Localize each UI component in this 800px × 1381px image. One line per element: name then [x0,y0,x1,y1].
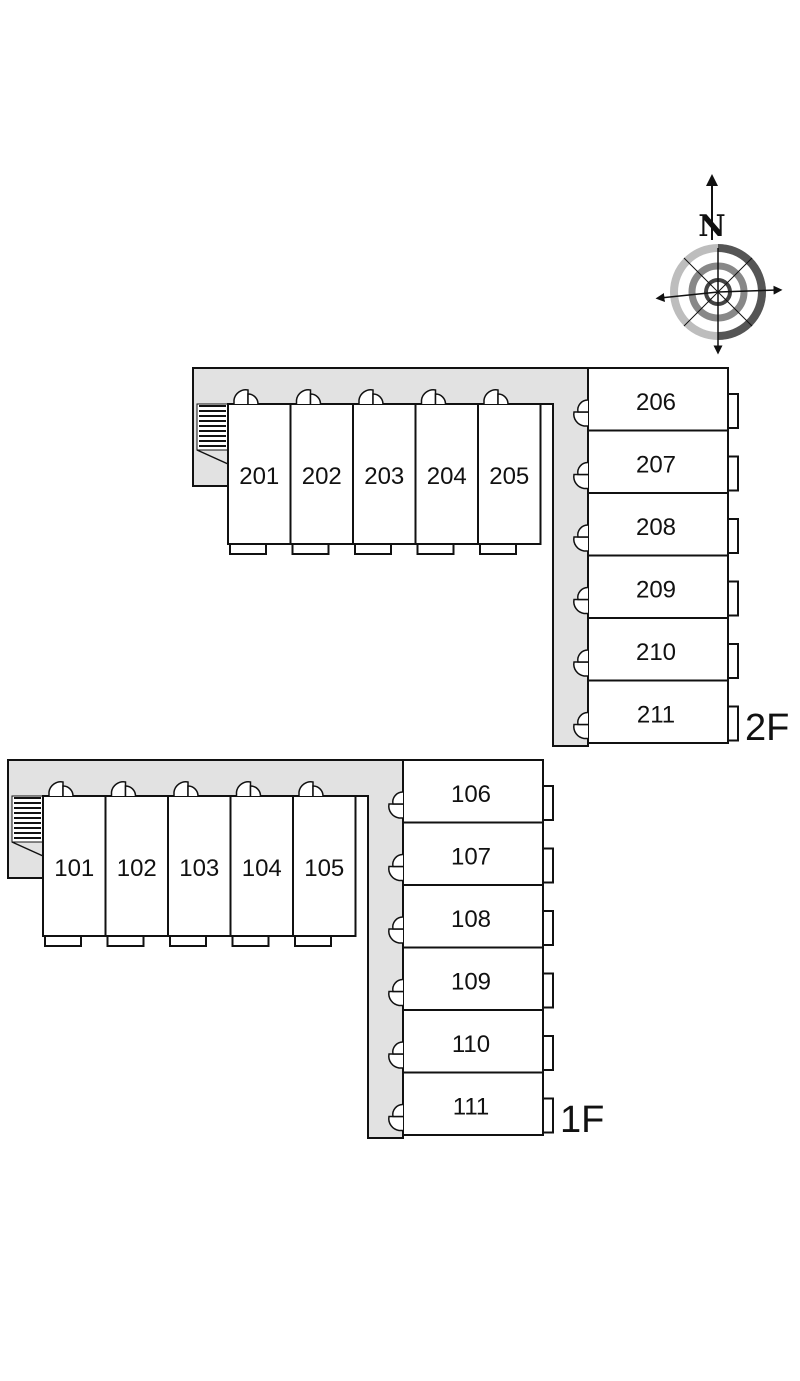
door-icon [388,916,404,944]
unit-201: 201 [227,389,292,555]
door-icon [420,389,447,405]
door-icon [233,389,259,405]
unit-108: 108 [388,884,554,949]
balcony [542,1097,554,1134]
door-icon [573,524,589,552]
unit-label: 210 [636,639,676,666]
unit-210: 210 [573,617,739,682]
balcony [727,580,739,617]
balcony [106,935,145,947]
balcony [542,910,554,946]
unit-label: 208 [636,514,676,541]
unit-107: 107 [388,821,554,886]
unit-label: 104 [242,855,282,882]
door-icon [295,389,322,405]
unit-106: 106 [388,759,554,824]
balcony [416,543,455,555]
door-icon [298,781,324,797]
unit-label: 203 [364,463,404,490]
door-icon [573,586,589,615]
unit-105: 105 [292,781,357,947]
unit-102: 102 [104,781,169,947]
balcony [727,643,739,679]
unit-203: 203 [352,389,417,555]
door-icon [110,781,137,797]
unit-111: 111 [388,1071,554,1136]
unit-206: 206 [573,367,739,432]
unit-211: 211 [573,679,739,744]
balcony [727,393,739,429]
unit-104: 104 [229,781,294,947]
unit-label: 106 [451,781,491,808]
door-icon [48,781,74,797]
unit-label: 110 [452,1031,490,1058]
door-icon [573,399,589,427]
balcony [727,705,739,742]
floor-1f-plan: 101 102 103 104 105 106 107 108 109 110 111 1F [7,759,604,1141]
unit-207: 207 [573,429,739,494]
floor-label: 1F [560,1099,604,1141]
staircase [11,795,44,857]
unit-label: 105 [304,855,344,882]
unit-204: 204 [414,389,479,555]
door-icon [235,781,262,797]
compass-rose-icon: N [655,174,783,355]
unit-209: 209 [573,554,739,619]
floor-2f-plan: 201 202 203 204 205 206 207 208 209 210 211 2F [192,367,789,749]
unit-label: 209 [636,577,676,604]
balcony [542,972,554,1009]
unit-label: 108 [451,906,491,933]
balcony [727,455,739,492]
balcony [542,1035,554,1071]
unit-205: 205 [477,389,542,555]
unit-103: 103 [167,781,232,947]
unit-109: 109 [388,946,554,1011]
unit-208: 208 [573,492,739,557]
door-icon [483,389,509,405]
balcony [354,543,392,555]
balcony [727,518,739,554]
unit-label: 102 [117,855,157,882]
unit-label: 111 [453,1094,489,1121]
unit-202: 202 [289,389,354,555]
unit-101: 101 [42,781,107,947]
balcony [294,935,332,947]
unit-label: 107 [451,844,491,871]
door-icon [573,461,589,490]
balcony [291,543,330,555]
unit-label: 204 [427,463,467,490]
door-icon [358,389,384,405]
door-icon [388,853,404,882]
unit-label: 201 [239,463,279,490]
unit-110: 110 [388,1009,554,1074]
door-icon [573,649,589,677]
unit-label: 103 [179,855,219,882]
balcony [229,543,267,555]
door-icon [388,1103,404,1132]
balcony [169,935,207,947]
balcony [44,935,82,947]
door-icon [388,978,404,1007]
unit-label: 101 [54,855,94,882]
door-icon [573,711,589,740]
unit-label: 206 [636,389,676,416]
balcony [231,935,270,947]
unit-label: 207 [636,452,676,479]
staircase [196,403,229,465]
floor-label: 2F [745,707,789,749]
door-icon [173,781,199,797]
unit-label: 109 [451,969,491,996]
unit-label: 202 [302,463,342,490]
unit-label: 211 [637,702,675,729]
unit-label: 205 [489,463,529,490]
balcony [542,785,554,821]
door-icon [388,791,404,819]
balcony [542,847,554,884]
door-icon [388,1041,404,1069]
balcony [479,543,517,555]
